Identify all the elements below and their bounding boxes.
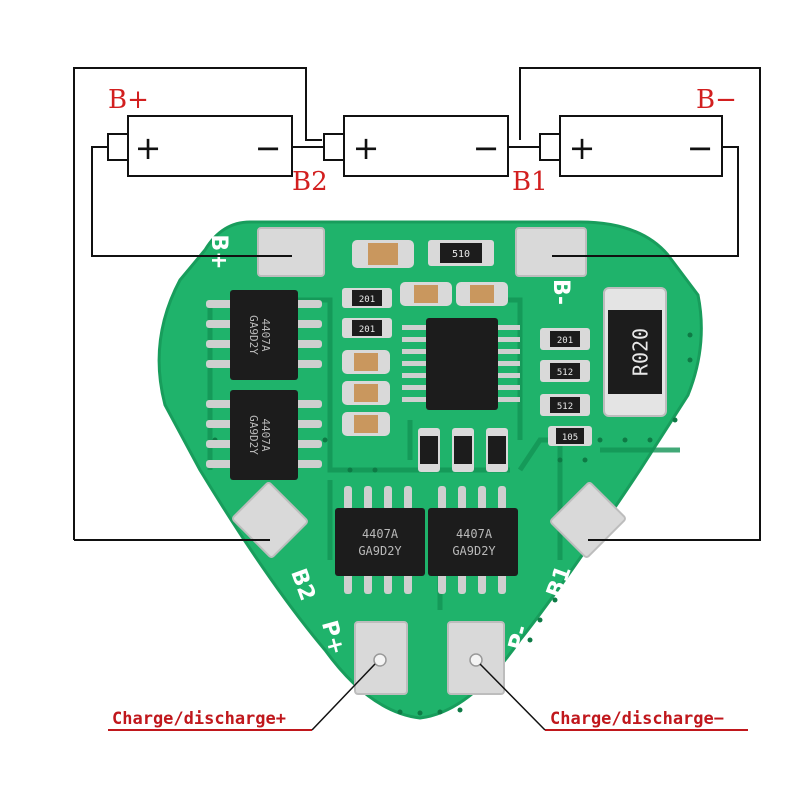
svg-text:4407A: 4407A [362, 527, 399, 541]
battery-cell-1: + − [107, 115, 293, 177]
pad-b2[interactable] [232, 482, 308, 558]
label-b-plus: B+ [108, 85, 149, 115]
svg-text:201: 201 [359, 325, 375, 335]
callout-charge-plus: Charge/discharge+ [108, 663, 376, 731]
svg-text:+: + [353, 129, 380, 167]
svg-text:4407A: 4407A [456, 527, 493, 541]
label-b1: B1 [512, 167, 548, 197]
svg-text:4407A: 4407A [259, 418, 272, 451]
mosfet-bottom-left: 4407A GA9D2Y [335, 486, 425, 594]
wire-b2 [73, 67, 322, 540]
pad-p-minus-hole [469, 653, 483, 667]
callout-charge-plus-text: Charge/discharge+ [112, 709, 286, 729]
mosfet-left-bottom: 4407A GA9D2Y [206, 390, 322, 480]
wire-b1 [519, 67, 761, 541]
svg-text:201: 201 [557, 336, 573, 346]
svg-text:512: 512 [557, 402, 573, 412]
label-b2: B2 [292, 167, 328, 197]
pad-b-minus[interactable] [515, 227, 587, 277]
svg-text:+: + [135, 129, 162, 167]
svg-text:GA9D2Y: GA9D2Y [247, 415, 260, 455]
pcb-label-b-plus: B+ [206, 234, 231, 269]
pad-p-plus-hole [373, 653, 387, 667]
wire-b-plus [91, 146, 292, 257]
capacitors [342, 240, 508, 436]
callout-charge-minus-text: Charge/discharge− [550, 709, 724, 729]
svg-text:GA9D2Y: GA9D2Y [452, 544, 496, 558]
callout-charge-minus: Charge/discharge− [479, 663, 748, 731]
battery-cell-3: + − [539, 115, 723, 177]
svg-text:−: − [473, 129, 500, 167]
svg-text:4407A: 4407A [259, 318, 272, 351]
mosfet-left-top: 4407A GA9D2Y [206, 290, 322, 380]
svg-text:GA9D2Y: GA9D2Y [358, 544, 402, 558]
svg-text:−: − [255, 129, 282, 167]
shunt-resistor: R020 [603, 287, 667, 417]
pad-b-plus[interactable] [257, 227, 325, 277]
battery-cell-2: + − [323, 115, 509, 177]
svg-text:R020: R020 [629, 328, 653, 376]
svg-text:201: 201 [359, 295, 375, 305]
label-b-minus: B− [696, 85, 737, 115]
pad-b1[interactable] [550, 482, 626, 558]
svg-text:GA9D2Y: GA9D2Y [247, 315, 260, 355]
svg-text:512: 512 [557, 368, 573, 378]
small-resistors: 510 201 201 201 512 [342, 240, 592, 472]
svg-text:510: 510 [452, 249, 470, 260]
svg-text:−: − [687, 129, 714, 167]
mosfet-bottom-right: 4407A GA9D2Y [428, 486, 518, 594]
pcb-board: B+ B- B2 B1 P+ P- 4407A GA9D2Y [157, 220, 703, 720]
svg-text:+: + [569, 129, 596, 167]
wiring [73, 67, 761, 541]
pcb-label-b-minus: B- [548, 279, 573, 305]
svg-text:105: 105 [562, 433, 578, 443]
controller-ic [402, 318, 520, 410]
wire-b-minus [552, 146, 739, 257]
